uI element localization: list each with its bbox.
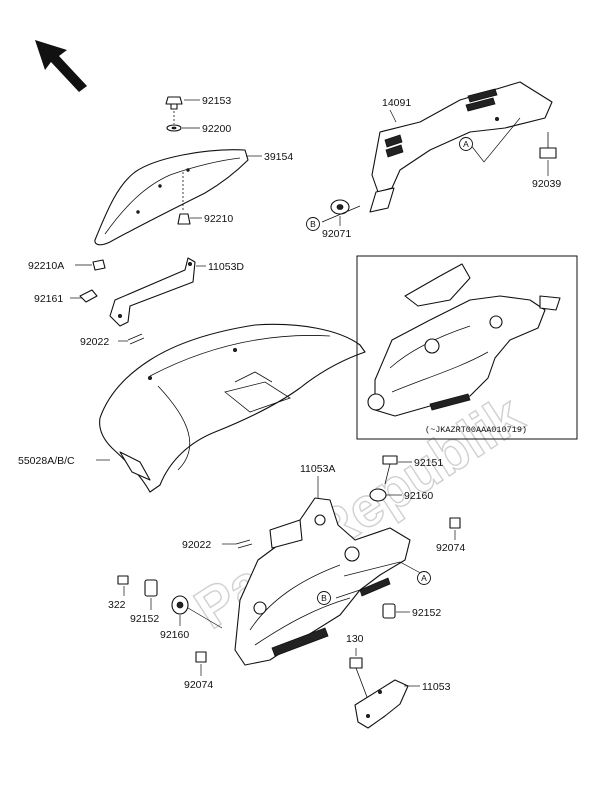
inset-frame: [356, 255, 578, 440]
callout-92200: 92200: [202, 123, 231, 135]
bolt-92151-part: [382, 455, 398, 485]
pin-92022-bottom-part: [235, 539, 253, 549]
inset-serial-note: (~JKAZRT00AAA010719): [425, 425, 527, 435]
callout-92160-left: 92160: [160, 629, 189, 641]
callout-92210a: 92210A: [28, 260, 64, 272]
callout-92022-top: 92022: [80, 336, 109, 348]
callout-55028: 55028A/B/C: [18, 455, 75, 467]
marker-b-bottom: B: [321, 593, 327, 603]
callout-92210: 92210: [204, 213, 233, 225]
screw-92039-part: [539, 132, 557, 159]
grommet-92160-left-part: [171, 595, 189, 615]
grommet-92210-part: [177, 213, 191, 225]
nut-92074-left-part: [195, 651, 207, 663]
clip-92161-part: [79, 289, 98, 303]
callout-92074-right: 92074: [436, 542, 465, 554]
callout-322: 322: [108, 599, 126, 611]
washer-92200-part: [166, 124, 182, 132]
bracket-11053d-part: [109, 257, 196, 327]
callout-92074-left: 92074: [184, 679, 213, 691]
callout-14091: 14091: [382, 97, 411, 109]
callout-92160-right: 92160: [404, 490, 433, 502]
callout-92071: 92071: [322, 228, 351, 240]
callout-11053a: 11053A: [300, 463, 335, 475]
callout-11053d: 11053D: [208, 261, 244, 273]
callout-92152-left: 92152: [130, 613, 159, 625]
callout-39154: 39154: [264, 151, 293, 163]
callout-92039: 92039: [532, 178, 561, 190]
inner-panel-14091-part: [369, 81, 553, 213]
collar-92152-right-part: [382, 603, 396, 619]
callout-92161: 92161: [34, 293, 63, 305]
collar-92152-left-part: [144, 579, 158, 597]
callout-11053: 11053: [422, 681, 451, 693]
marker-a-top: A: [463, 139, 469, 149]
nut-92074-right-part: [449, 517, 461, 529]
callout-92151: 92151: [414, 457, 443, 469]
grommet-92071-part: [330, 199, 350, 215]
bracket-11053-part: [354, 679, 409, 729]
windshield-39154-part: [94, 149, 249, 246]
callout-92153: 92153: [202, 95, 231, 107]
bolt-92153-part: [165, 96, 183, 110]
grommet-92160-right-part: [369, 488, 387, 502]
bolt-322-part: [117, 575, 129, 585]
marker-a-bottom: A: [421, 573, 427, 583]
callout-92022-bottom: 92022: [182, 539, 211, 551]
front-direction-arrow-icon: [35, 40, 87, 92]
leader-lines: [70, 99, 549, 687]
pin-92022-top-part: [127, 333, 145, 345]
callout-92152-right: 92152: [412, 607, 441, 619]
clip-92210a-part: [92, 259, 106, 271]
callout-130: 130: [346, 633, 364, 645]
marker-b-top: B: [310, 219, 316, 229]
stay-11053a-part: [234, 497, 411, 666]
upper-cowl-55028-part: [99, 323, 366, 493]
